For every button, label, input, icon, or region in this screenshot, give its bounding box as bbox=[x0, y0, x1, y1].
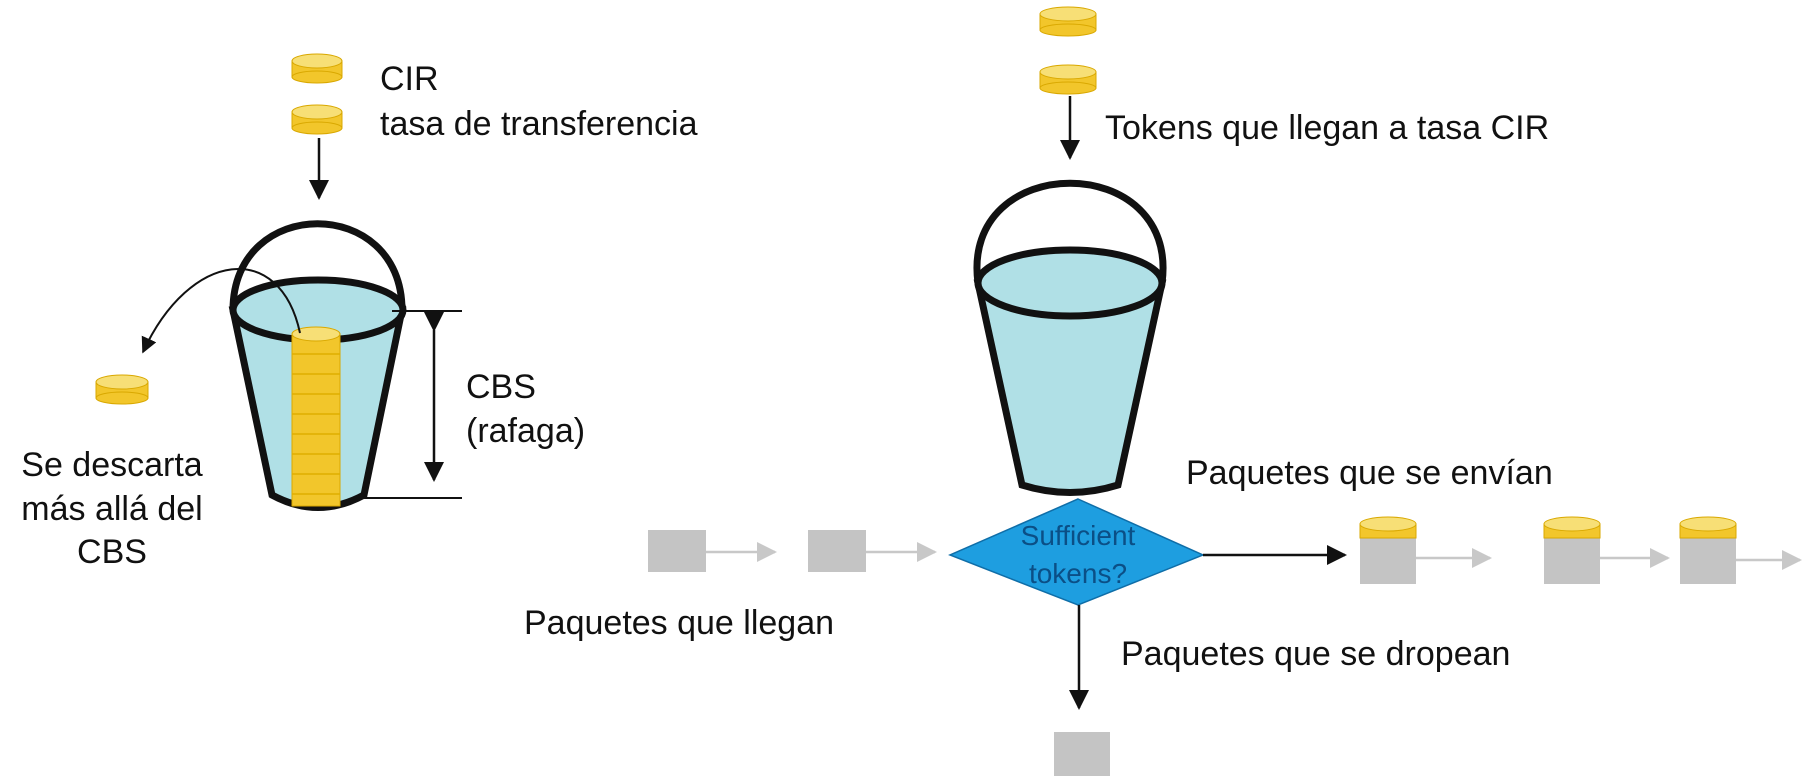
discard-label-line2: más allá del bbox=[21, 489, 203, 528]
decision-text-line1: Sufficient bbox=[1021, 520, 1136, 551]
bucket-handle bbox=[973, 179, 1167, 284]
cir-label: CIR bbox=[380, 60, 439, 98]
packets-dropped-label: Paquetes que se dropean bbox=[1121, 635, 1511, 673]
token-icon bbox=[1039, 6, 1097, 37]
sent-packet-icon bbox=[1679, 516, 1737, 584]
packets-arrive-label: Paquetes que llegan bbox=[524, 604, 835, 642]
packet-icon bbox=[648, 530, 706, 572]
token-stack bbox=[291, 326, 341, 507]
burst-label: (rafaga) bbox=[466, 412, 586, 450]
discarded-token-icon bbox=[95, 374, 149, 405]
tokens-arrive-label: Tokens que llegan a tasa CIR bbox=[1105, 109, 1550, 147]
sent-packet-icon bbox=[1543, 516, 1601, 584]
token-icon bbox=[1039, 64, 1097, 95]
left-bucket-group bbox=[95, 53, 462, 511]
discard-label: Se descarta más allá del CBS bbox=[2, 444, 222, 575]
transfer-rate-label: tasa de transferencia bbox=[380, 105, 698, 143]
discard-label-line3: CBS bbox=[77, 533, 147, 572]
right-bucket-group: Sufficient tokens? bbox=[648, 6, 1802, 776]
overflow-arrow bbox=[141, 268, 301, 354]
packets-sent-label: Paquetes que se envían bbox=[1186, 454, 1553, 492]
token-icon bbox=[291, 53, 343, 84]
bucket-handle bbox=[229, 220, 406, 311]
bucket-body bbox=[973, 279, 1167, 496]
cbs-label: CBS bbox=[466, 368, 536, 406]
dropped-packet-icon bbox=[1054, 732, 1110, 776]
discard-label-line1: Se descarta bbox=[21, 446, 203, 484]
packet-icon bbox=[808, 530, 866, 572]
decision-text-line2: tokens? bbox=[1029, 558, 1127, 589]
decision-diamond bbox=[948, 498, 1205, 606]
sent-packet-icon bbox=[1359, 516, 1417, 584]
token-icon bbox=[291, 104, 343, 135]
bucket-rim bbox=[974, 246, 1166, 320]
